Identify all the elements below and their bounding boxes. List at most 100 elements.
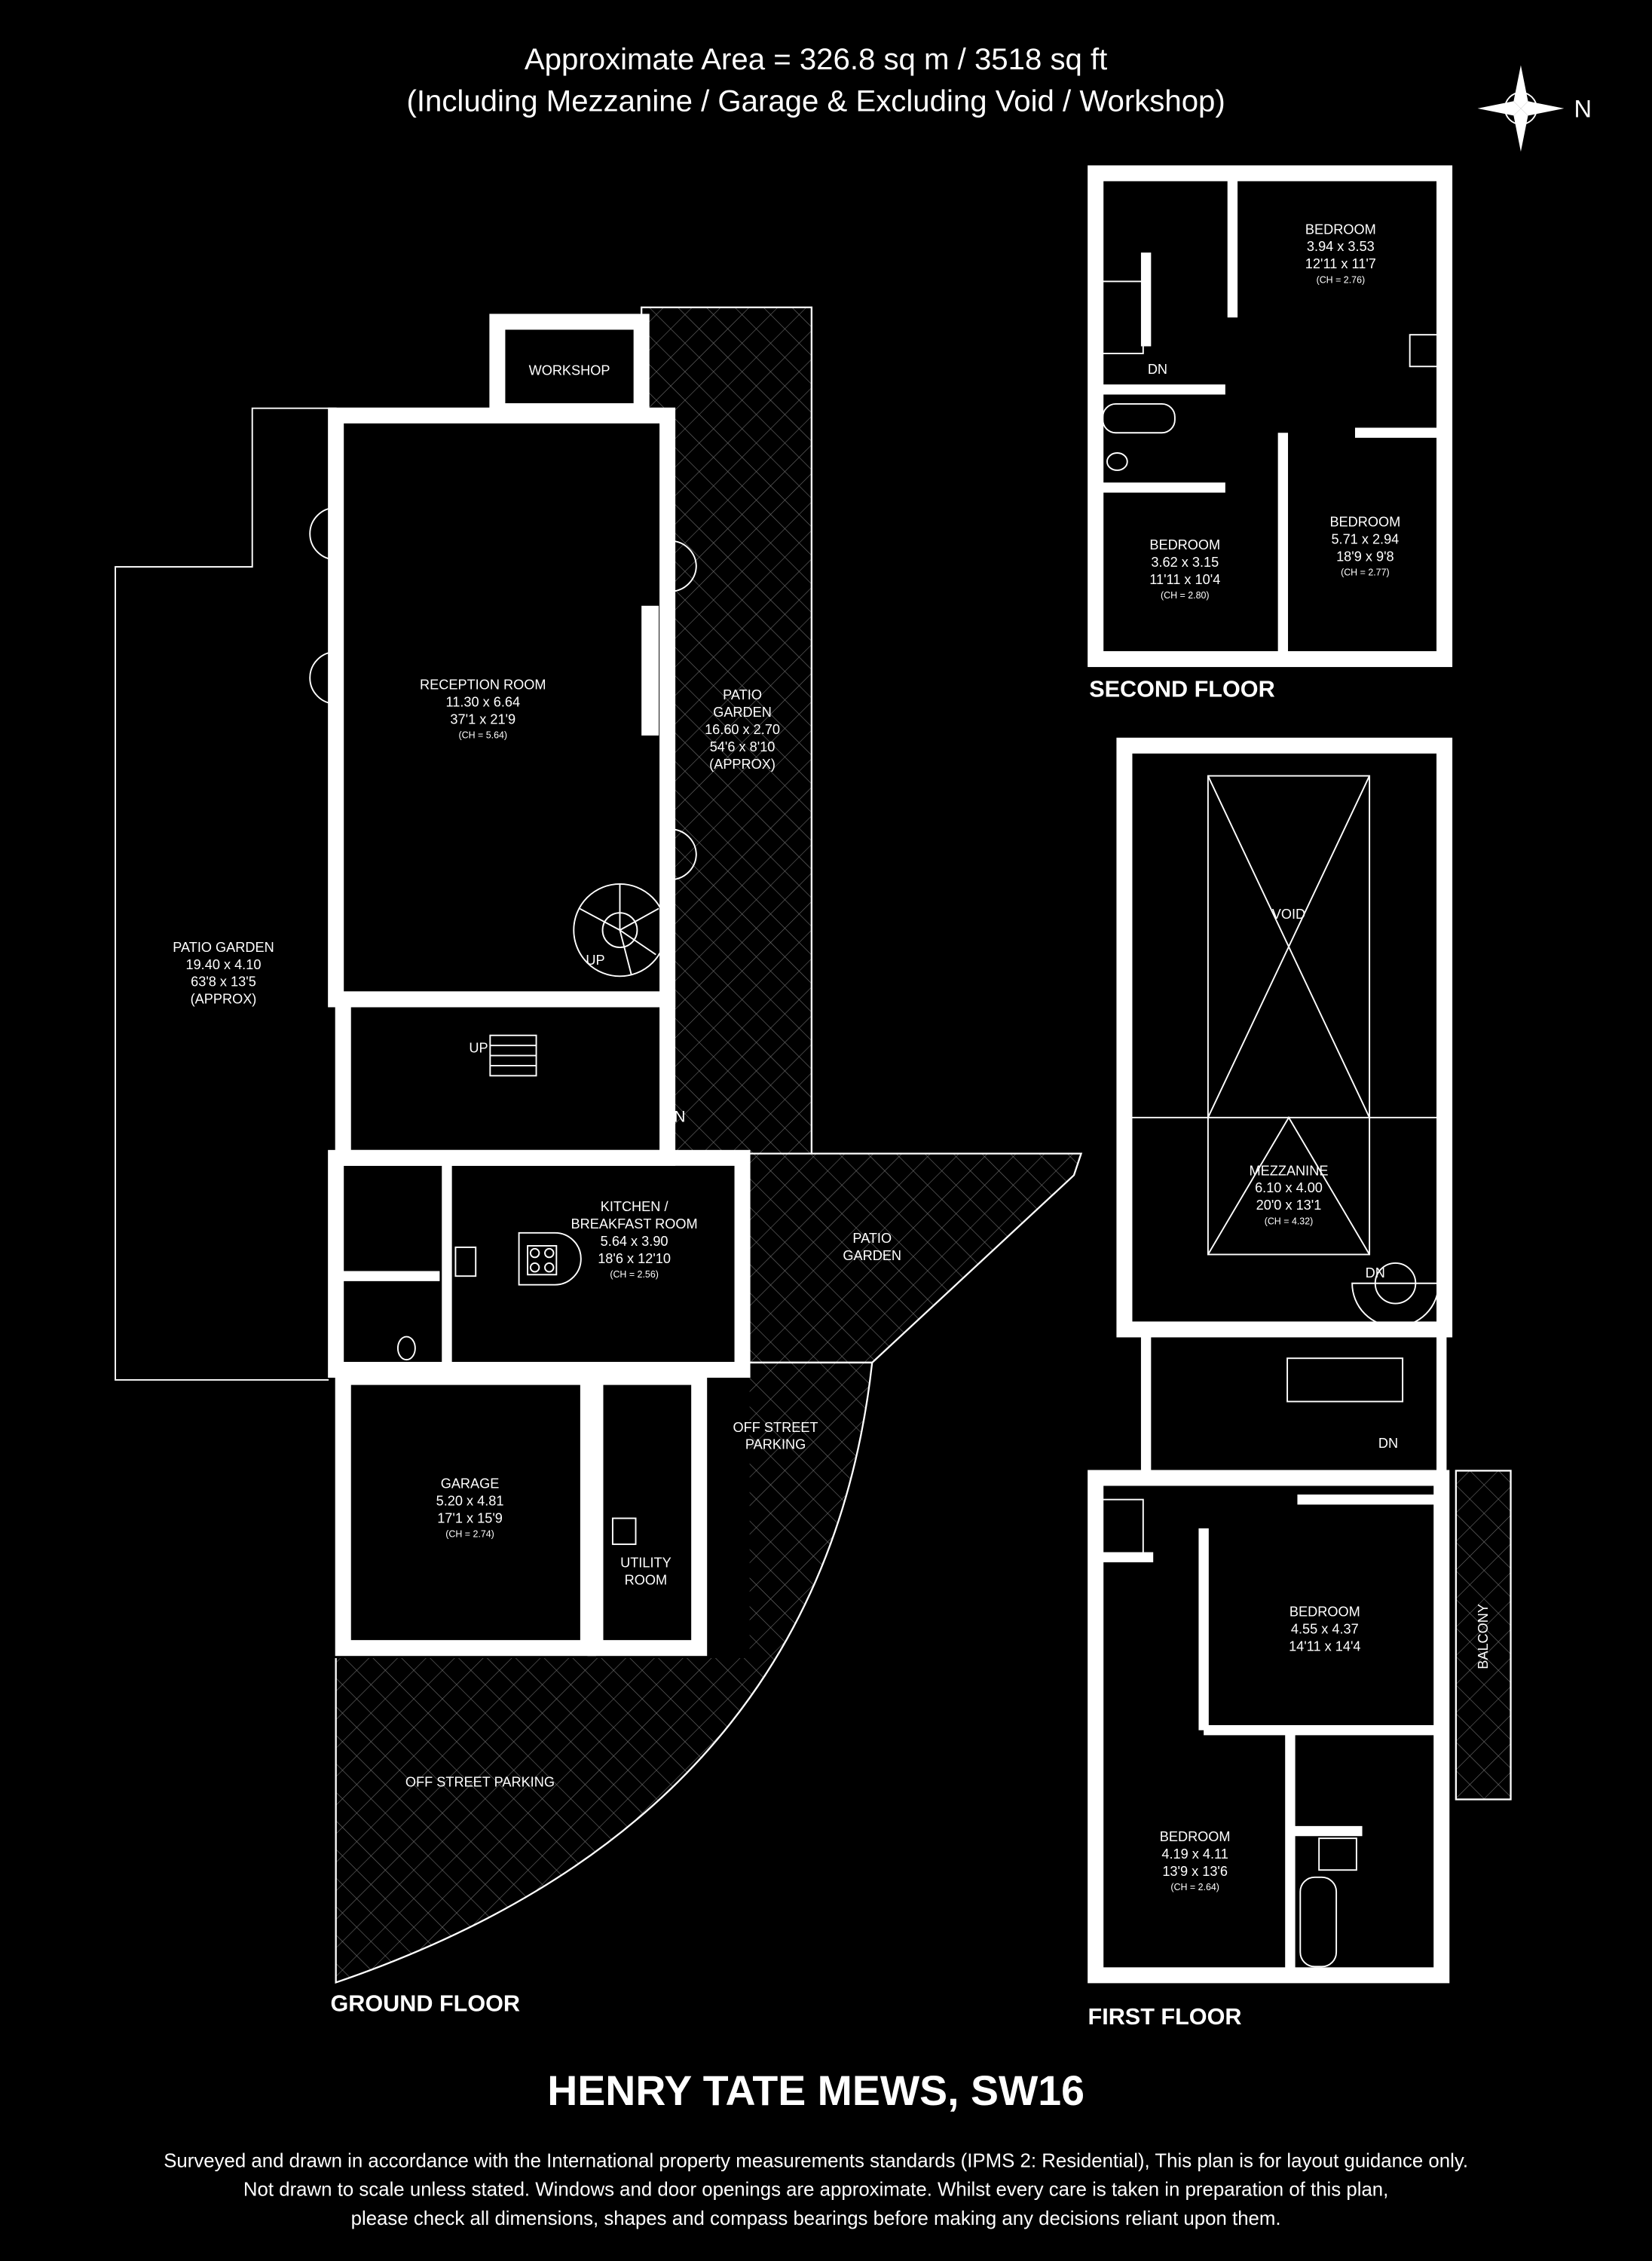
svg-text:UTILITY: UTILITY	[620, 1556, 672, 1571]
property-title: HENRY TATE MEWS, SW16	[547, 2067, 1085, 2114]
svg-text:(CH = 2.76): (CH = 2.76)	[1317, 274, 1366, 285]
area-summary: Approximate Area = 326.8 sq m / 3518 sq …	[525, 42, 1107, 76]
void-area	[1207, 775, 1371, 1256]
toilet-icon	[1106, 452, 1128, 471]
svg-text:(CH = 2.56): (CH = 2.56)	[610, 1269, 659, 1280]
svg-text:(CH = 2.80): (CH = 2.80)	[1161, 590, 1210, 601]
svg-text:18'9 x 9'8: 18'9 x 9'8	[1336, 549, 1394, 564]
patio-garden-left-outline	[115, 407, 337, 1381]
kitchen-label: KITCHEN / BREAKFAST ROOM 5.64 x 3.90 18'…	[571, 1199, 698, 1280]
svg-text:(APPROX): (APPROX)	[709, 757, 776, 772]
svg-text:BEDROOM: BEDROOM	[1289, 1605, 1360, 1620]
mezzanine-label: MEZZANINE 6.10 x 4.00 20'0 x 13'1 (CH = …	[1250, 1163, 1329, 1226]
svg-text:(CH = 5.64): (CH = 5.64)	[458, 730, 507, 741]
svg-text:5.20 x 4.81: 5.20 x 4.81	[436, 1493, 504, 1508]
bedroom-label: BEDROOM 3.62 x 3.15 11'11 x 10'4 (CH = 2…	[1149, 537, 1220, 601]
utility-sink-icon	[611, 1517, 637, 1545]
svg-text:3.94 x 3.53: 3.94 x 3.53	[1307, 239, 1375, 254]
mezzanine-stairs-down-label: DN	[1366, 1265, 1385, 1280]
spiral-stairs-up-label: UP	[586, 953, 604, 968]
utility-walls	[587, 1369, 708, 1657]
stairs-icon	[1099, 1498, 1144, 1559]
svg-text:KITCHEN /: KITCHEN /	[601, 1199, 669, 1214]
bedroom-label: BEDROOM 4.55 x 4.37 14'11 x 14'4	[1289, 1605, 1360, 1654]
patio-garden-right-label: PATIO GARDEN 16.60 x 2.70 54'6 x 8'10 (A…	[705, 687, 780, 772]
compass-icon	[1477, 65, 1565, 152]
kitchen-island-hob-icon	[518, 1231, 582, 1286]
svg-text:BEDROOM: BEDROOM	[1305, 222, 1376, 237]
sink-icon	[454, 1246, 477, 1277]
second-floor-outer-walls	[1088, 165, 1453, 668]
svg-text:18'6 x 12'10: 18'6 x 12'10	[598, 1251, 671, 1266]
compass-north-label: N	[1574, 95, 1591, 122]
off-street-parking-upper-label: OFF STREET PARKING	[733, 1420, 818, 1452]
stairs-icon	[1099, 280, 1144, 354]
svg-text:PATIO: PATIO	[723, 687, 762, 702]
ground-floor-title: GROUND FLOOR	[330, 1991, 520, 2017]
disclaimer-line-2: Not drawn to scale unless stated. Window…	[243, 2180, 1388, 2201]
stairs-icon	[1286, 1357, 1404, 1403]
svg-text:13'9 x 13'6: 13'9 x 13'6	[1162, 1864, 1228, 1879]
svg-text:ROOM: ROOM	[625, 1573, 667, 1588]
svg-text:BREAKFAST ROOM: BREAKFAST ROOM	[571, 1216, 698, 1231]
svg-text:5.71 x 2.94: 5.71 x 2.94	[1331, 532, 1399, 547]
svg-text:17'1 x 15'9: 17'1 x 15'9	[437, 1510, 503, 1525]
first-floor-title: FIRST FLOOR	[1088, 2004, 1242, 2030]
svg-text:54'6 x 8'10: 54'6 x 8'10	[710, 739, 776, 754]
svg-text:BEDROOM: BEDROOM	[1149, 537, 1220, 552]
bedroom-label: BEDROOM 3.94 x 3.53 12'11 x 11'7 (CH = 2…	[1305, 222, 1376, 285]
svg-text:OFF STREET: OFF STREET	[733, 1420, 818, 1435]
bedroom-label: BEDROOM 5.71 x 2.94 18'9 x 9'8 (CH = 2.7…	[1329, 515, 1400, 578]
svg-text:(CH = 2.64): (CH = 2.64)	[1170, 1882, 1219, 1892]
garage-label: GARAGE 5.20 x 4.81 17'1 x 15'9 (CH = 2.7…	[436, 1476, 504, 1539]
shower-icon	[1409, 334, 1439, 368]
utility-room-label: UTILITY ROOM	[620, 1556, 672, 1588]
mezzanine-walls	[1116, 737, 1453, 1338]
bath-icon	[1299, 1876, 1338, 1968]
svg-text:MEZZANINE: MEZZANINE	[1250, 1163, 1329, 1178]
disclaimer-line-1: Surveyed and drawn in accordance with th…	[164, 2150, 1468, 2171]
svg-text:12'11 x 11'7: 12'11 x 11'7	[1305, 256, 1376, 271]
off-street-parking-lower-label: OFF STREET PARKING	[405, 1774, 555, 1789]
second-floor: BEDROOM 3.94 x 3.53 12'11 x 11'7 (CH = 2…	[1088, 165, 1453, 702]
svg-text:16.60 x 2.70: 16.60 x 2.70	[705, 722, 780, 737]
balcony-label: BALCONY	[1476, 1604, 1491, 1669]
first-floor: VOID MEZZANINE 6.10 x 4.00 20'0 x 13'1 (…	[1088, 737, 1512, 2030]
svg-text:GARAGE: GARAGE	[441, 1476, 500, 1491]
svg-text:6.10 x 4.00: 6.10 x 4.00	[1255, 1180, 1323, 1195]
entrance-label: IN	[669, 1109, 685, 1126]
patio-garden-left-label: PATIO GARDEN 19.40 x 4.10 63'8 x 13'5 (A…	[173, 940, 274, 1007]
stairs-down-label: DN	[1148, 362, 1167, 377]
reception-room-label: RECEPTION ROOM 11.30 x 6.64 37'1 x 21'9 …	[420, 678, 546, 741]
svg-text:(APPROX): (APPROX)	[191, 992, 257, 1007]
disclaimer-line-3: please check all dimensions, shapes and …	[351, 2208, 1281, 2229]
bath-icon	[1102, 403, 1176, 434]
workshop-label: WORKSHOP	[529, 363, 610, 378]
spiral-stairs-icon	[1351, 1262, 1439, 1328]
svg-text:RECEPTION ROOM: RECEPTION ROOM	[420, 678, 546, 693]
svg-text:PATIO GARDEN: PATIO GARDEN	[173, 940, 274, 955]
svg-text:14'11 x 14'4: 14'11 x 14'4	[1289, 1638, 1360, 1654]
svg-text:BEDROOM: BEDROOM	[1329, 515, 1400, 530]
svg-text:PATIO: PATIO	[852, 1231, 892, 1246]
stairs-down-label: DN	[1378, 1436, 1398, 1451]
svg-text:63'8 x 13'5: 63'8 x 13'5	[191, 974, 256, 990]
svg-text:GARDEN: GARDEN	[843, 1248, 901, 1263]
svg-text:BEDROOM: BEDROOM	[1160, 1829, 1231, 1844]
svg-text:PARKING: PARKING	[745, 1437, 806, 1452]
svg-text:(CH = 2.74): (CH = 2.74)	[445, 1528, 494, 1539]
spiral-stairs-icon	[573, 883, 667, 978]
toilet-icon	[396, 1335, 416, 1361]
svg-text:11'11 x 10'4: 11'11 x 10'4	[1149, 572, 1220, 587]
svg-text:3.62 x 3.15: 3.62 x 3.15	[1151, 555, 1219, 570]
area-note: (Including Mezzanine / Garage & Excludin…	[406, 84, 1225, 118]
bedroom-label: BEDROOM 4.19 x 4.11 13'9 x 13'6 (CH = 2.…	[1160, 1829, 1231, 1892]
straight-stairs-icon	[489, 1034, 537, 1077]
hall-stairs-up-label: UP	[469, 1041, 488, 1056]
svg-text:19.40 x 4.10: 19.40 x 4.10	[185, 957, 261, 972]
svg-text:20'0 x 13'1: 20'0 x 13'1	[1256, 1198, 1322, 1213]
svg-text:4.19 x 4.11: 4.19 x 4.11	[1161, 1846, 1228, 1862]
ground-floor: WORKSHOP RECEPTION ROOM 11.30 x 6.64 37'…	[115, 306, 1083, 2017]
svg-text:4.55 x 4.37: 4.55 x 4.37	[1291, 1622, 1359, 1637]
